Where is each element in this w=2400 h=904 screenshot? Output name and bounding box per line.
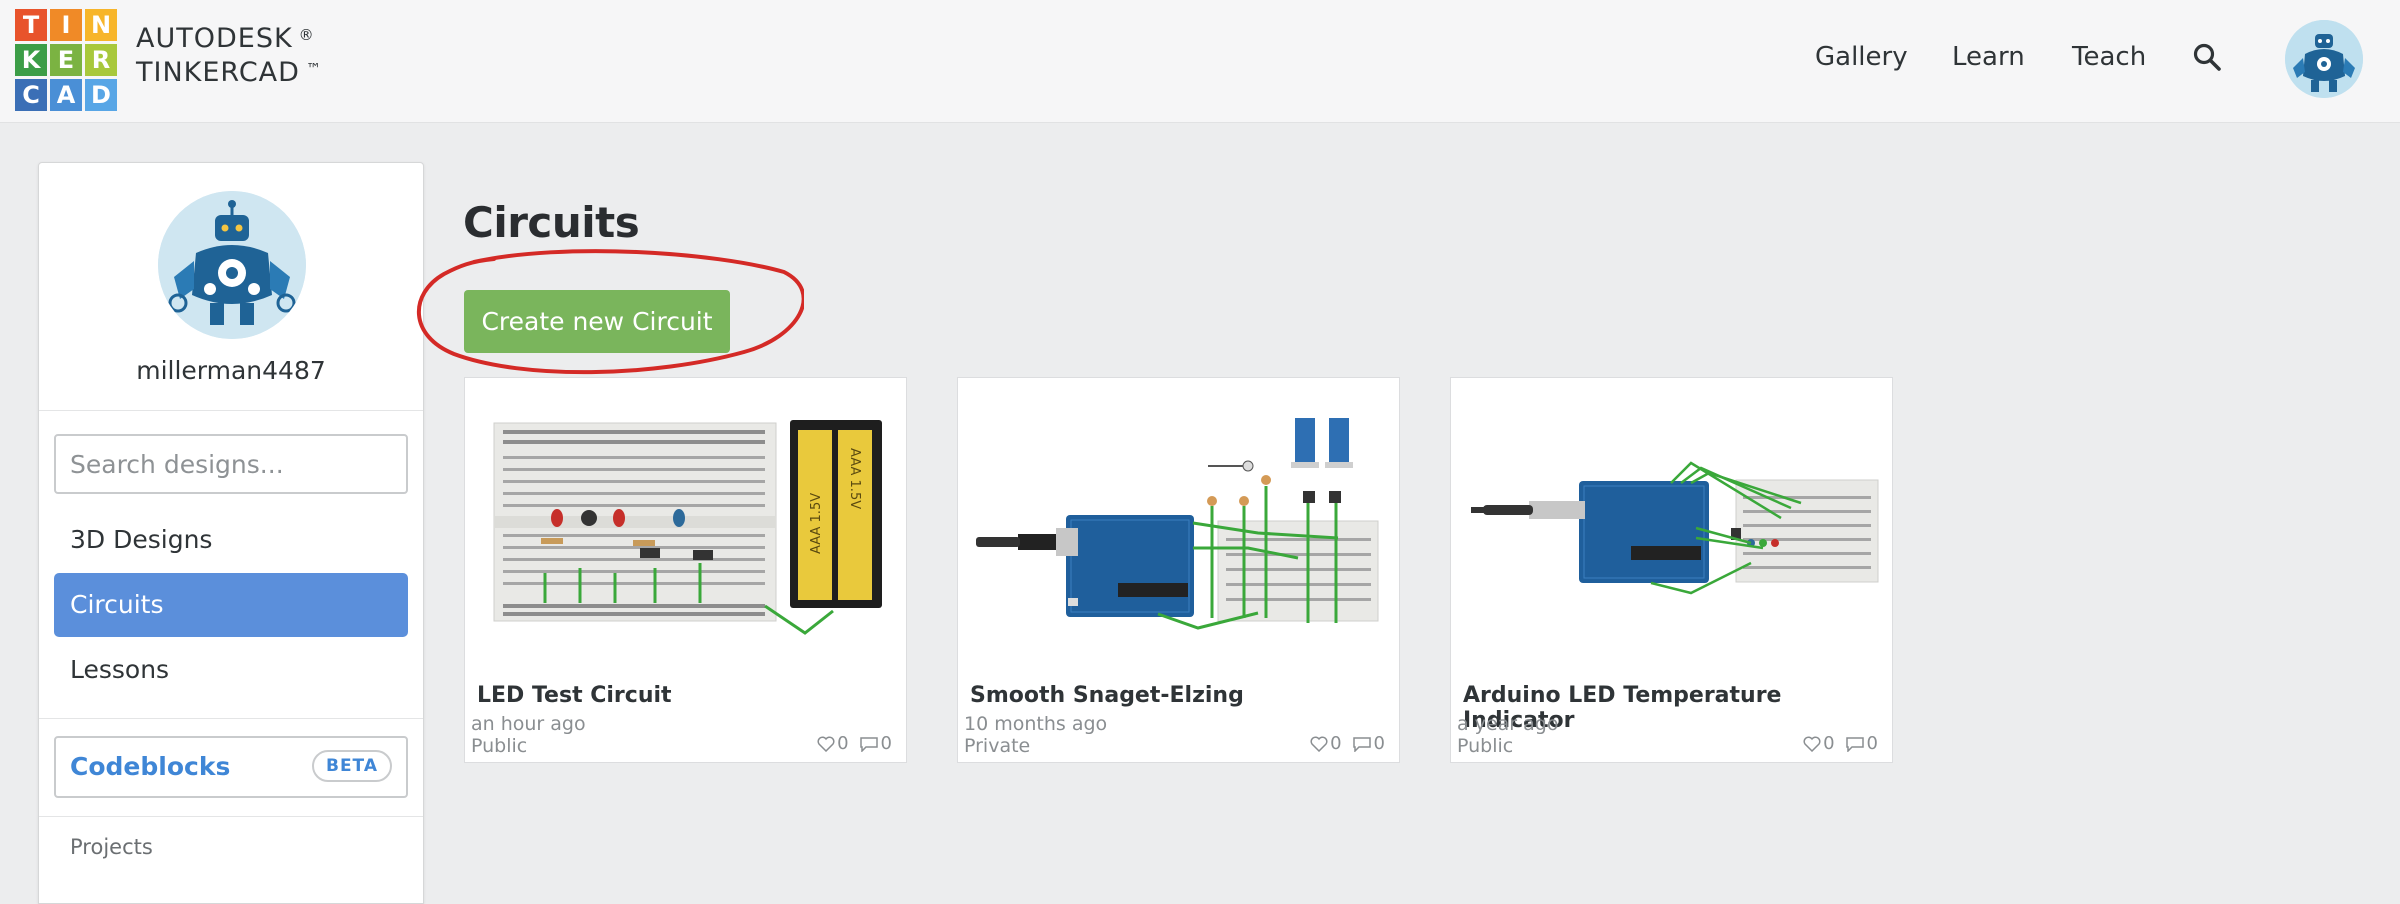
card-stats: 0 0 (817, 733, 892, 754)
brand-autodesk: AUTODESK (136, 23, 293, 54)
profile-avatar[interactable] (158, 191, 306, 339)
comments-stat[interactable]: 0 (859, 733, 892, 754)
sidebar-item-circuits[interactable]: Circuits (54, 573, 408, 637)
card-visibility: Private (964, 735, 1031, 757)
divider (39, 816, 423, 817)
design-card[interactable]: Arduino LED Temperature Indicator a year… (1450, 377, 1893, 763)
battery-label: AAA 1.5V (847, 448, 862, 509)
divider (39, 718, 423, 719)
beta-badge: BETA (311, 750, 392, 782)
user-avatar[interactable] (2285, 20, 2363, 98)
likes-count: 0 (1823, 733, 1835, 754)
projects-heading: Projects (70, 835, 153, 859)
brand-wordmark[interactable]: AUTODESK ® TINKERCAD ™ (136, 22, 322, 90)
circuit-thumbnail (1471, 461, 1879, 595)
brand-tinkercad: TINKERCAD (136, 57, 300, 88)
page-title: Circuits (463, 198, 640, 247)
circuit-thumbnail: AAA 1.5V AAA 1.5V (493, 420, 882, 635)
card-title[interactable]: LED Test Circuit (477, 683, 672, 708)
circuit-thumbnail (976, 418, 1379, 630)
nav-learn[interactable]: Learn (1952, 42, 2025, 72)
comment-icon (859, 736, 878, 752)
likes-count: 0 (837, 733, 849, 754)
comments-count: 0 (1373, 733, 1385, 754)
card-stats: 0 0 (1310, 733, 1385, 754)
comments-stat[interactable]: 0 (1845, 733, 1878, 754)
nav-teach[interactable]: Teach (2072, 42, 2147, 72)
likes-count: 0 (1330, 733, 1342, 754)
sidebar-item-lessons[interactable]: Lessons (70, 655, 170, 684)
divider (39, 410, 423, 411)
likes-stat[interactable]: 0 (1310, 733, 1342, 754)
username: millerman4487 (136, 356, 326, 385)
comments-stat[interactable]: 0 (1352, 733, 1385, 754)
sidebar: millerman4487 3D Designs Circuits Lesson… (38, 162, 424, 904)
logo-letter: K (15, 44, 47, 76)
comment-icon (1845, 736, 1864, 752)
likes-stat[interactable]: 0 (817, 733, 849, 754)
search-designs-input[interactable] (54, 434, 408, 494)
search-icon[interactable] (2192, 42, 2222, 72)
heart-icon (817, 736, 835, 752)
create-new-circuit-button[interactable]: Create new Circuit (464, 290, 730, 353)
sidebar-item-3d-designs[interactable]: 3D Designs (70, 525, 213, 554)
logo-letter: A (50, 79, 82, 111)
card-timestamp: 10 months ago (964, 713, 1108, 735)
design-card[interactable]: Smooth Snaget-Elzing 10 months ago Priva… (957, 377, 1400, 763)
comments-count: 0 (880, 733, 892, 754)
logo-letter: C (15, 79, 47, 111)
heart-icon (1803, 736, 1821, 752)
card-visibility: Public (1457, 735, 1514, 757)
card-timestamp: an hour ago (471, 713, 586, 735)
logo-letter: R (85, 44, 117, 76)
nav-gallery[interactable]: Gallery (1815, 42, 1908, 72)
logo-letter: D (85, 79, 117, 111)
comment-icon (1352, 736, 1371, 752)
logo-letter: I (50, 9, 82, 41)
robot-avatar-icon (158, 191, 306, 339)
likes-stat[interactable]: 0 (1803, 733, 1835, 754)
design-card[interactable]: AAA 1.5V AAA 1.5V LED Test Circuit an ho… (464, 377, 907, 763)
registered-mark: ® (298, 26, 315, 44)
card-timestamp: a year ago (1457, 713, 1559, 735)
card-title[interactable]: Smooth Snaget-Elzing (970, 683, 1244, 708)
codeblocks-label: Codeblocks (70, 752, 231, 781)
battery-label: AAA 1.5V (809, 493, 824, 554)
heart-icon (1310, 736, 1328, 752)
logo-letter: N (85, 9, 117, 41)
trademark-mark: ™ (305, 60, 322, 78)
card-visibility: Public (471, 735, 528, 757)
card-stats: 0 0 (1803, 733, 1878, 754)
comments-count: 0 (1866, 733, 1878, 754)
robot-avatar-icon (2285, 20, 2363, 98)
sidebar-item-codeblocks[interactable]: Codeblocks BETA (54, 736, 408, 798)
tinkercad-logo[interactable]: T I N K E R C A D (15, 9, 117, 111)
card-title[interactable]: Arduino LED Temperature Indicator (1463, 683, 1782, 733)
logo-letter: E (50, 44, 82, 76)
logo-letter: T (15, 9, 47, 41)
